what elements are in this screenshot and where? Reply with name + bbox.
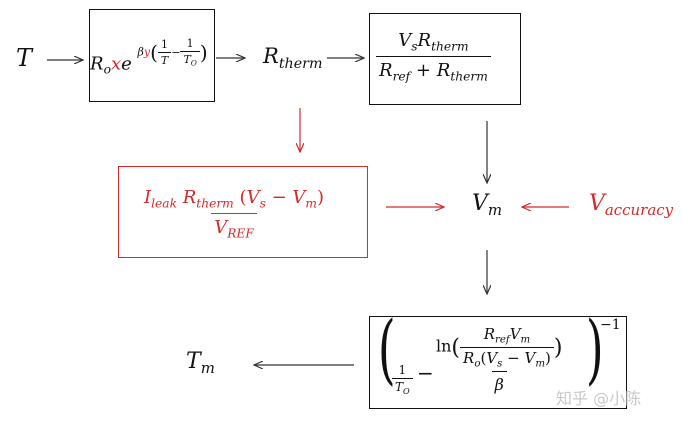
input-t-label: T (16, 44, 33, 72)
minus-sign: − (507, 348, 520, 367)
paren-open: ( (239, 187, 247, 208)
minus-sign: − (271, 187, 287, 208)
e-symbol: e (121, 53, 132, 75)
i-symbol: I (144, 187, 152, 208)
voltage-divider-box: VsRtherm Rref + Rtherm (369, 13, 521, 105)
fraction-numerator: 1 (398, 363, 407, 377)
paren-open: ( (451, 335, 461, 361)
paren-close: ) (199, 40, 208, 65)
subscript-s: s (411, 39, 418, 54)
paren-close: ) (317, 187, 325, 208)
subscript-therm: therm (278, 55, 323, 72)
subscript-m: m (535, 358, 546, 370)
fraction-denominator: T (157, 51, 172, 67)
big-paren-open: ( (377, 304, 396, 393)
voltage-divider-formula: VsRtherm Rref + Rtherm (376, 30, 491, 84)
subscript-ref: ref (495, 334, 510, 346)
v-symbol: V (472, 191, 488, 216)
inner-fraction: RrefVm Ro(Vs − Vm) (460, 325, 554, 369)
tm-output-node: Tm (186, 349, 215, 377)
x-symbol: x (110, 53, 122, 75)
subscript-m: m (200, 359, 215, 378)
t-symbol: T (183, 53, 191, 66)
inverse-exponent: −1 (600, 317, 621, 333)
r-symbol: R (436, 60, 451, 82)
subscript-m: m (520, 334, 531, 346)
r-symbol: R (463, 348, 475, 367)
subscript-o-upper: O (403, 385, 410, 396)
subscript-therm: therm (196, 196, 234, 211)
subscript-leak: leak (151, 196, 177, 211)
leakage-error-formula: Ileak Rtherm (Vs − Vm) VREF (141, 187, 327, 241)
log-fraction: ln( RrefVm Ro(Vs − Vm) ) β (433, 325, 566, 394)
subscript-m: m (305, 196, 318, 211)
v-symbol: V (214, 217, 228, 239)
r-symbol: R (90, 53, 104, 75)
subscript-ref: ref (392, 69, 411, 84)
y-symbol: y (143, 45, 151, 59)
subscript-m: m (487, 201, 503, 220)
r-symbol: R (417, 30, 432, 51)
t-symbol: T (186, 349, 201, 374)
subscript-s: s (497, 358, 503, 370)
vm-node: Vm (472, 191, 502, 219)
r-symbol: R (379, 60, 393, 82)
paren-close: ) (553, 335, 563, 361)
subscript-therm: therm (431, 39, 469, 54)
leakage-error-box: Ileak Rtherm (Vs − Vm) VREF (118, 166, 368, 258)
fraction-numerator: 1 (186, 37, 194, 50)
beta-symbol: β (491, 371, 507, 394)
subscript-accuracy: accuracy (604, 201, 674, 220)
subscript-o: o (474, 358, 481, 370)
subscript-s: s (259, 196, 266, 211)
big-paren-close: ) (585, 304, 604, 393)
temperature-inverse-box: ( 1 TO − ln( RrefVm Ro(Vs − Vm) ) β ) −1 (369, 311, 627, 409)
watermark: 知乎 @小陈 (556, 389, 642, 408)
v-symbol: V (398, 30, 412, 51)
v-symbol: V (509, 325, 521, 343)
subscript-o: o (103, 62, 111, 77)
subscript-ref-upper: REF (227, 226, 254, 241)
paren-open: ( (480, 348, 487, 367)
v-symbol: V (589, 191, 605, 216)
v-symbol: V (246, 187, 260, 208)
r-symbol: R (182, 187, 197, 208)
subscript-o-upper: O (190, 58, 197, 68)
minus-sign: − (171, 45, 181, 59)
v-accuracy-node: Vaccuracy (589, 191, 673, 219)
fraction-one-over-to: 1 TO (392, 363, 413, 396)
paren-close: ) (545, 348, 551, 367)
plus-sign: + (415, 60, 432, 82)
r-symbol: R (483, 325, 496, 343)
r-therm-node: Rtherm (263, 44, 323, 72)
r-symbol: R (263, 44, 279, 68)
v-symbol: V (292, 187, 306, 208)
t-symbol: T (395, 380, 404, 394)
fraction-numerator: 1 (161, 37, 169, 51)
v-symbol: V (486, 348, 498, 367)
ln-function: ln (436, 336, 452, 356)
paren-open: ( (150, 40, 158, 65)
minus-sign: − (417, 361, 434, 385)
subscript-therm: therm (450, 69, 488, 84)
v-symbol: V (524, 348, 536, 367)
beta-symbol: β (137, 45, 144, 59)
